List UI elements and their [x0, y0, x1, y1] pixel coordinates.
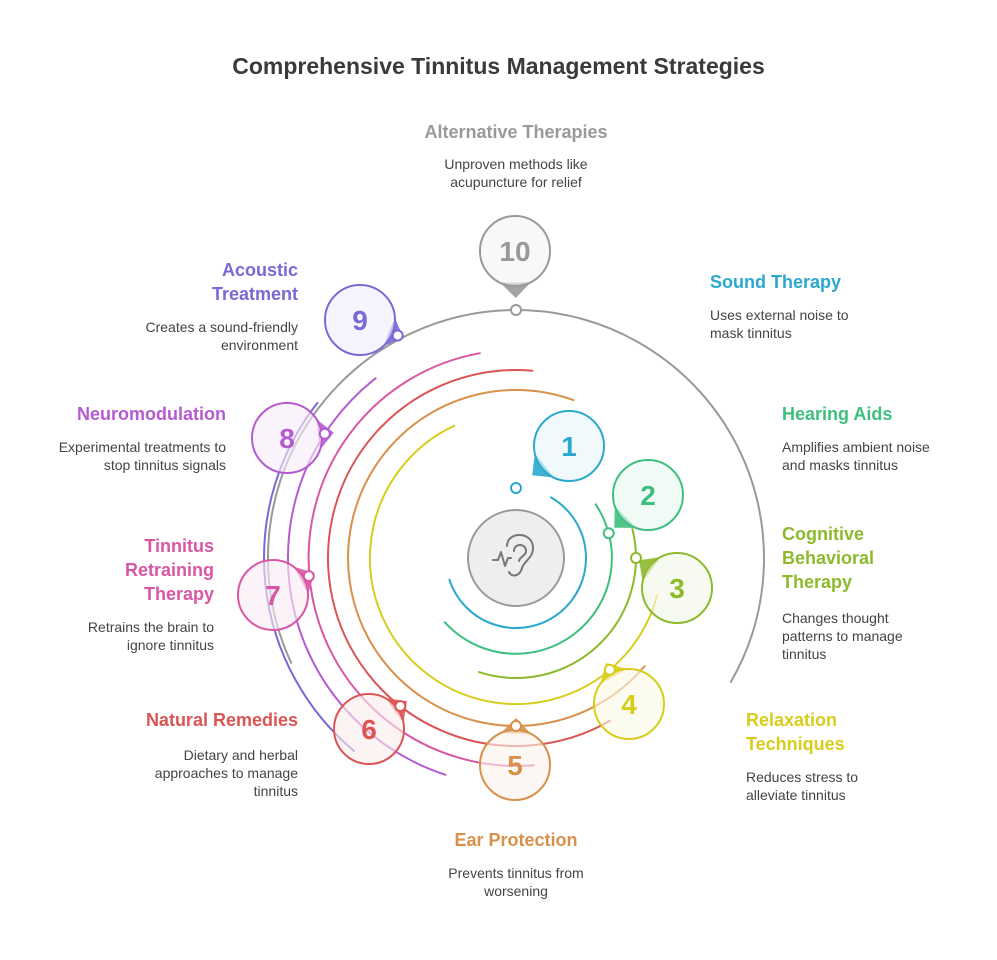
ring-arc-2: [443, 503, 613, 655]
number-badges: 1 2 3 4 5 6 7 8 9 10: [237, 215, 713, 801]
desc-neuromodulation: Experimental treatments to stop tinnitus…: [58, 439, 226, 473]
badge-inner-9: [326, 286, 394, 354]
badge-inner-6: [335, 695, 403, 763]
ring-dot-6: [394, 700, 407, 713]
label-natural-remedies: Natural Remedies: [145, 710, 298, 730]
badge-inner-8: [253, 404, 321, 472]
desc-trt: Retrains the brain to ignore tinnitus: [87, 619, 214, 653]
ring-dot-3: [630, 552, 642, 564]
desc-ear-protection: Prevents tinnitus from worsening: [448, 865, 584, 899]
badge-number-4: 4: [621, 689, 637, 720]
label-ear-protection: Ear Protection: [454, 830, 578, 850]
desc-natural-remedies: Dietary and herbal approaches to manage …: [154, 747, 298, 799]
label-trt: Tinnitus Retraining Therapy: [124, 536, 214, 604]
badge-inner-7: [239, 561, 307, 629]
desc-alternative-therapies: Unproven methods like acupuncture for re…: [444, 156, 588, 190]
badge-number-3: 3: [669, 573, 685, 604]
ring-dot-4: [603, 663, 616, 676]
badge-number-1: 1: [561, 431, 577, 462]
ring-dot-5: [510, 720, 522, 732]
ear-sound-icon: [492, 534, 534, 577]
badge-inner-10: [481, 217, 549, 285]
ring-dot-9: [391, 329, 404, 342]
page-title: Comprehensive Tinnitus Management Strate…: [232, 53, 765, 79]
badge-inner-1: [535, 412, 603, 480]
badge-number-8: 8: [279, 423, 295, 454]
desc-hearing-aids: Amplifies ambient noise and masks tinnit…: [782, 439, 930, 473]
ring-arc-10: [267, 309, 765, 683]
desc-sound-therapy: Uses external noise to mask tinnitus: [710, 307, 849, 341]
badge-number-5: 5: [507, 750, 523, 781]
ring-dot-2: [602, 527, 615, 540]
center-hub: [467, 509, 565, 607]
label-sound-therapy: Sound Therapy: [710, 272, 842, 292]
label-cbt: Cognitive Behavioral Therapy: [782, 524, 875, 592]
badge-number-2: 2: [640, 480, 656, 511]
badge-number-9: 9: [352, 305, 368, 336]
desc-cbt: Changes thought patterns to manage tinni…: [782, 610, 903, 662]
label-neuromodulation: Neuromodulation: [77, 404, 226, 424]
ring-dot-1: [510, 482, 522, 494]
label-acoustic-treatment: Acoustic Treatment: [211, 260, 298, 304]
badge-number-6: 6: [361, 714, 377, 745]
ring-arc-1: [448, 496, 587, 629]
label-relaxation: Relaxation Techniques: [746, 710, 845, 754]
label-alternative-therapies: Alternative Therapies: [424, 122, 608, 142]
desc-relaxation: Reduces stress to alleviate tinnitus: [746, 769, 859, 803]
label-hearing-aids: Hearing Aids: [782, 404, 893, 424]
desc-acoustic-treatment: Creates a sound-friendly environment: [145, 319, 298, 353]
center-circle: [467, 509, 565, 607]
badge-inner-5: [481, 731, 549, 799]
ring-dot-7: [302, 570, 315, 583]
badge-inner-4: [595, 670, 663, 738]
badge-inner-3: [643, 554, 711, 622]
ring-arc-5: [347, 389, 646, 727]
ring-dot-10: [510, 304, 522, 316]
badge-inner-2: [614, 461, 682, 529]
badge-number-7: 7: [265, 580, 281, 611]
ring-arc-3: [477, 528, 637, 679]
ring-dot-8: [318, 427, 331, 440]
badge-number-10: 10: [499, 236, 530, 267]
